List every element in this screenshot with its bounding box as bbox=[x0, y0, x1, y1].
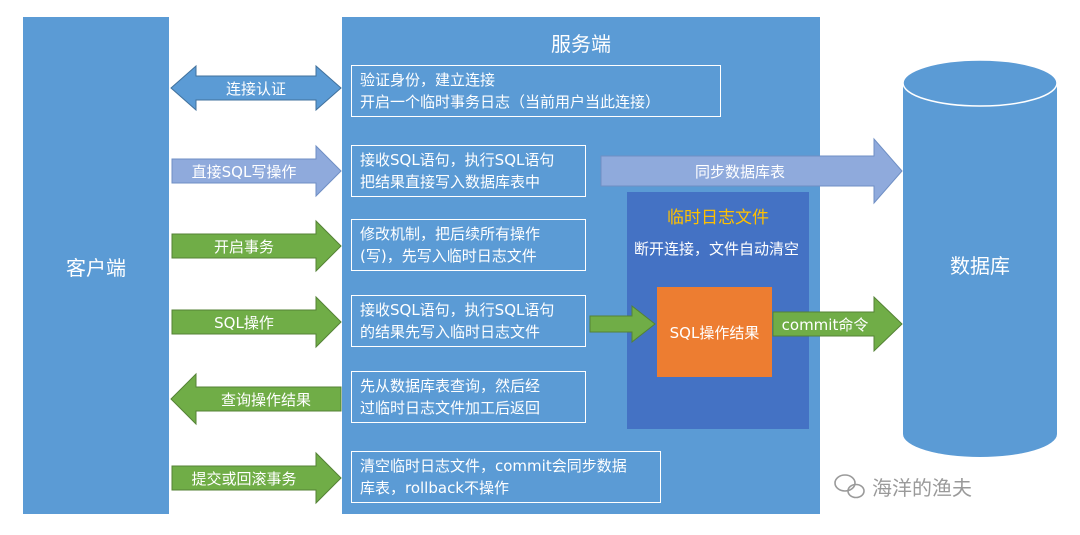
sync-db-label: 同步数据库表 bbox=[694, 163, 785, 181]
server-box-direct-write-line2: 把结果直接写入数据库表中 bbox=[360, 173, 541, 191]
server-box-query-line1: 先从数据库表查询，然后经 bbox=[360, 377, 541, 395]
start-transaction-arrow bbox=[171, 219, 342, 273]
server-box-transaction-line2: (写)，先写入临时日志文件 bbox=[360, 247, 537, 265]
database-label: 数据库 bbox=[950, 254, 1010, 278]
wechat-icon bbox=[834, 474, 865, 499]
server-box-query-line2: 过临时日志文件加工后返回 bbox=[360, 399, 541, 417]
server-box-sql-op-line2: 的结果先写入临时日志文件 bbox=[360, 323, 541, 341]
client-block bbox=[23, 17, 169, 514]
server-box-commit-line1: 清空临时日志文件，commit会同步数据 bbox=[360, 457, 627, 475]
start-transaction-label: 开启事务 bbox=[213, 238, 274, 256]
temp-log-description: 断开连接，文件自动清空 bbox=[634, 240, 800, 258]
database-cylinder-top bbox=[902, 59, 1058, 107]
server-box-transaction: 修改机制，把后续所有操作 (写)，先写入临时日志文件 bbox=[351, 219, 586, 271]
direct-sql-write-label: 直接SQL写操作 bbox=[191, 163, 297, 181]
sync-db-arrow bbox=[600, 137, 903, 205]
watermark-text: 海洋的渔夫 bbox=[872, 476, 972, 500]
client-label: 客户端 bbox=[66, 256, 126, 280]
server-box-transaction-line1: 修改机制，把后续所有操作 bbox=[360, 225, 541, 243]
sql-operation-arrow bbox=[171, 295, 342, 349]
commit-command-arrow bbox=[772, 295, 903, 353]
connect-auth-arrow bbox=[170, 64, 342, 112]
temp-log-title: 临时日志文件 bbox=[667, 208, 769, 228]
server-box-commit-line2: 库表，rollback不操作 bbox=[360, 479, 509, 497]
server-box-query: 先从数据库表查询，然后经 过临时日志文件加工后返回 bbox=[351, 371, 586, 423]
server-box-connect-line1: 验证身份，建立连接 bbox=[360, 71, 496, 89]
server-box-sql-op: 接收SQL语句，执行SQL语句 的结果先写入临时日志文件 bbox=[351, 295, 586, 347]
commit-rollback-arrow bbox=[171, 451, 342, 505]
commit-rollback-label: 提交或回滚事务 bbox=[191, 470, 297, 488]
connect-auth-label: 连接认证 bbox=[225, 80, 286, 98]
server-box-connect-line2: 开启一个临时事务日志（当前用户当此连接） bbox=[360, 93, 661, 111]
sql-result-box: SQL操作结果 bbox=[657, 287, 772, 377]
server-title: 服务端 bbox=[551, 32, 611, 56]
query-result-label: 查询操作结果 bbox=[220, 391, 311, 409]
server-box-connect: 验证身份，建立连接 开启一个临时事务日志（当前用户当此连接） bbox=[351, 65, 721, 117]
to-result-arrow bbox=[589, 304, 656, 344]
direct-sql-write-arrow bbox=[171, 144, 342, 198]
database-cylinder bbox=[903, 83, 1057, 457]
commit-command-label: commit命令 bbox=[781, 316, 869, 334]
server-box-direct-write-line1: 接收SQL语句，执行SQL语句 bbox=[360, 151, 555, 169]
sql-operation-label: SQL操作 bbox=[214, 314, 274, 332]
server-box-direct-write: 接收SQL语句，执行SQL语句 把结果直接写入数据库表中 bbox=[351, 145, 586, 197]
server-box-sql-op-line1: 接收SQL语句，执行SQL语句 bbox=[360, 301, 555, 319]
query-result-arrow bbox=[170, 372, 342, 426]
server-box-commit: 清空临时日志文件，commit会同步数据 库表，rollback不操作 bbox=[351, 451, 661, 503]
